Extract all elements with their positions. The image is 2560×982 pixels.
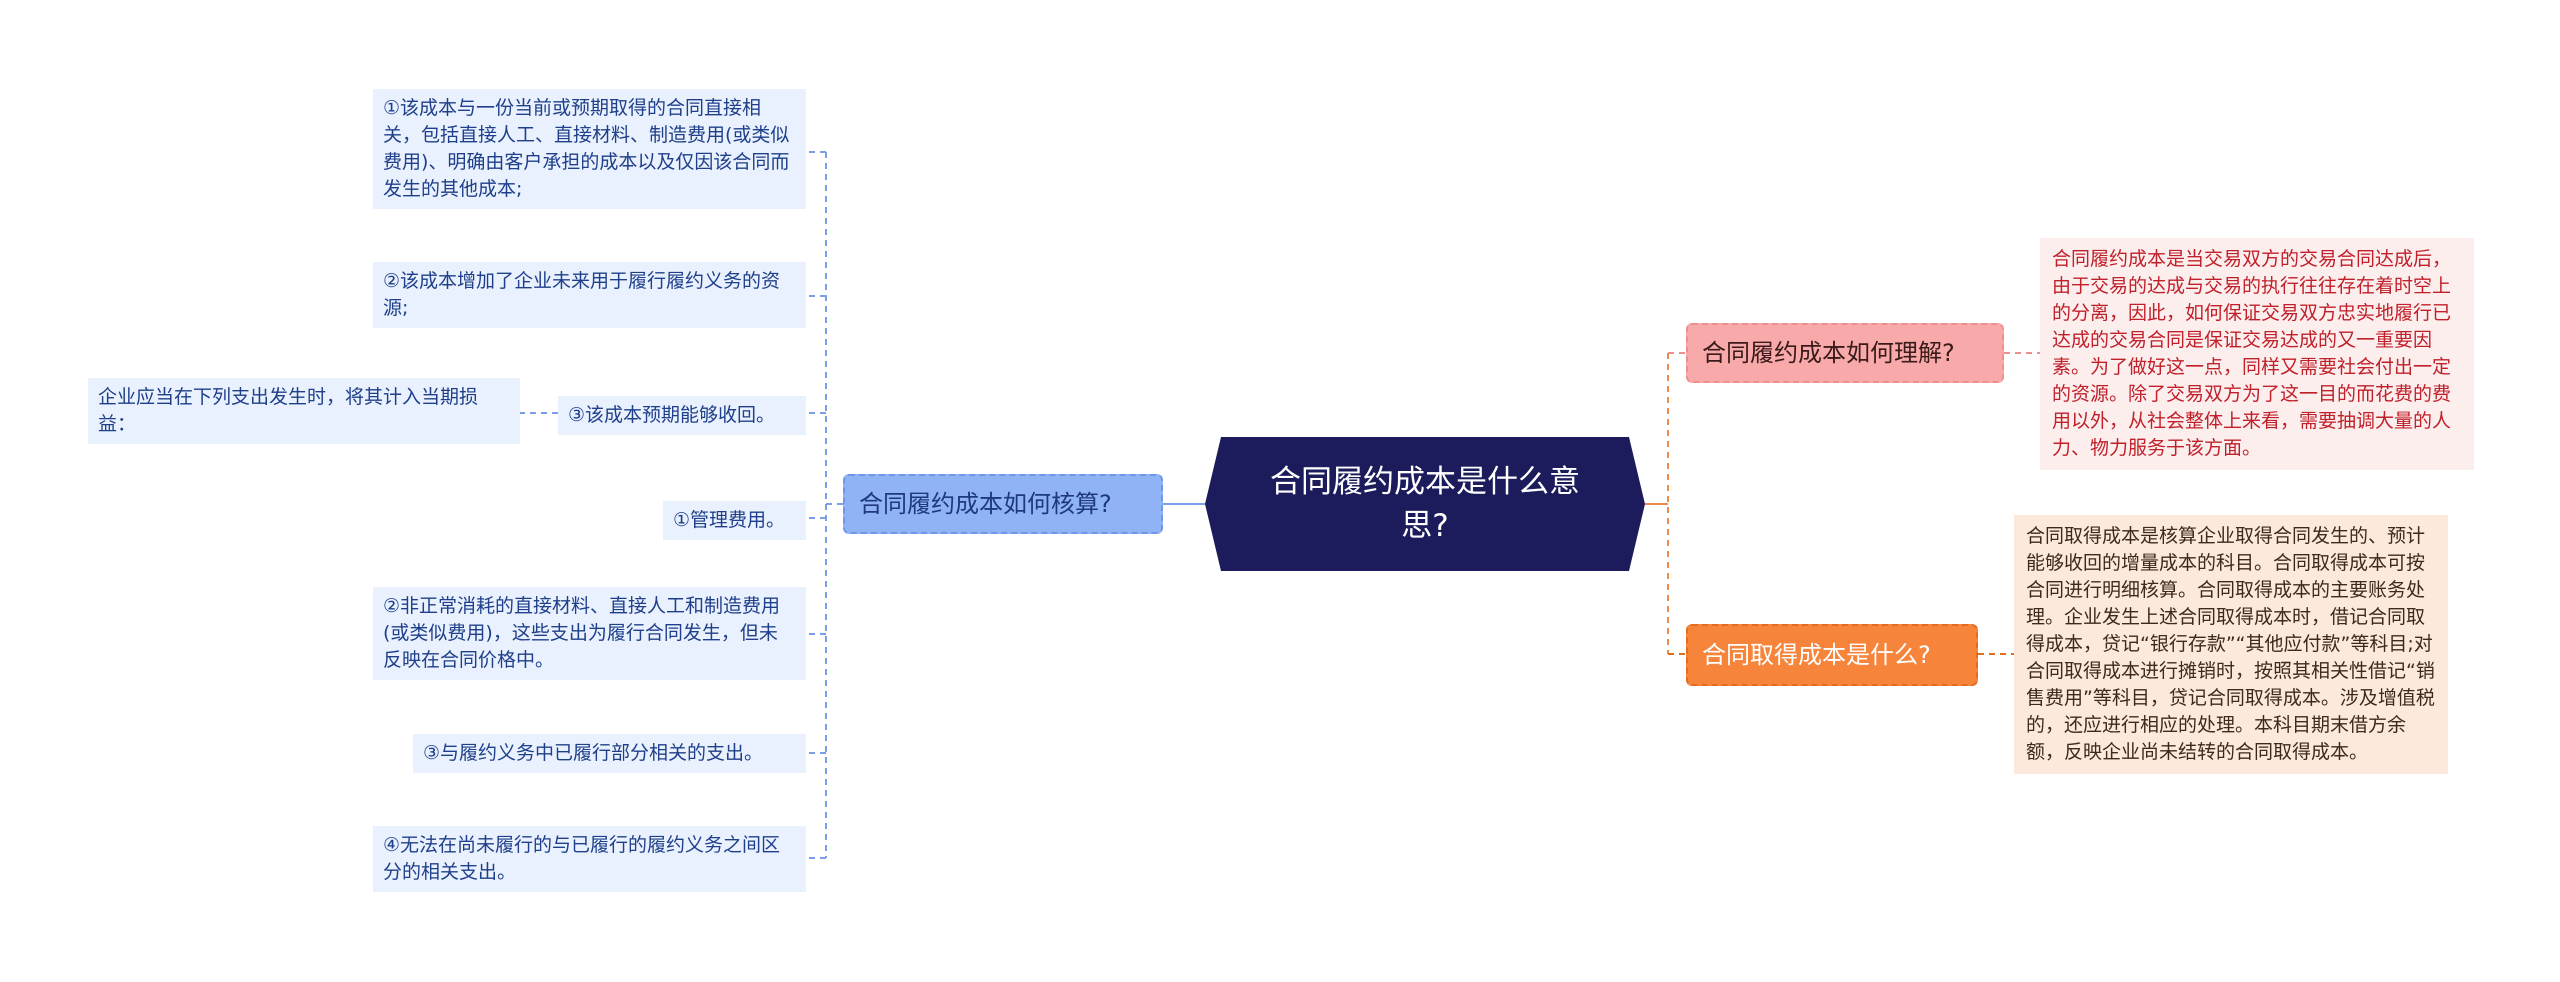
branch-acquisition-cost-label: 合同取得成本是什么? <box>1702 641 1931 669</box>
accounting-item-7-text: ④无法在尚未履行的与已履行的履约义务之间区分的相关支出。 <box>383 834 781 883</box>
acquisition-cost-detail[interactable]: 合同取得成本是核算企业取得合同发生的、预计能够收回的增量成本的科目。合同取得成本… <box>2014 515 2448 774</box>
branch-acquisition-cost[interactable]: 合同取得成本是什么? <box>1686 624 1978 686</box>
understanding-detail[interactable]: 合同履约成本是当交易双方的交易合同达成后，由于交易的达成与交易的执行往往存在着时… <box>2040 238 2474 470</box>
accounting-item-6-text: ③与履约义务中已履行部分相关的支出。 <box>423 742 764 764</box>
understanding-detail-text: 合同履约成本是当交易双方的交易合同达成后，由于交易的达成与交易的执行往往存在着时… <box>2052 248 2452 459</box>
accounting-item-5-text: ②非正常消耗的直接材料、直接人工和制造费用(或类似费用)，这些支出为履行合同发生… <box>383 595 781 671</box>
acquisition-cost-detail-text: 合同取得成本是核算企业取得合同发生的、预计能够收回的增量成本的科目。合同取得成本… <box>2026 525 2435 763</box>
accounting-item-5[interactable]: ②非正常消耗的直接材料、直接人工和制造费用(或类似费用)，这些支出为履行合同发生… <box>373 587 806 680</box>
accounting-item-7[interactable]: ④无法在尚未履行的与已履行的履约义务之间区分的相关支出。 <box>373 826 806 892</box>
accounting-item-6[interactable]: ③与履约义务中已履行部分相关的支出。 <box>413 734 806 773</box>
accounting-item-1[interactable]: ①该成本与一份当前或预期取得的合同直接相关，包括直接人工、直接材料、制造费用(或… <box>373 89 806 209</box>
branch-understanding-label: 合同履约成本如何理解? <box>1702 339 1955 367</box>
branch-understanding[interactable]: 合同履约成本如何理解? <box>1686 323 2004 383</box>
expense-recognition-note-text: 企业应当在下列支出发生时，将其计入当期损益： <box>98 386 479 435</box>
accounting-item-1-text: ①该成本与一份当前或预期取得的合同直接相关，包括直接人工、直接材料、制造费用(或… <box>383 97 790 200</box>
root-topic[interactable]: 合同履约成本是什么意思? <box>1205 437 1645 571</box>
branch-accounting-label: 合同履约成本如何核算? <box>859 490 1112 518</box>
expense-recognition-note[interactable]: 企业应当在下列支出发生时，将其计入当期损益： <box>88 378 520 444</box>
accounting-item-3[interactable]: ③该成本预期能够收回。 <box>558 396 806 435</box>
accounting-item-2-text: ②该成本增加了企业未来用于履行履约义务的资源; <box>383 270 781 319</box>
root-title: 合同履约成本是什么意思? <box>1270 464 1580 544</box>
accounting-item-3-text: ③该成本预期能够收回。 <box>568 404 776 426</box>
branch-accounting[interactable]: 合同履约成本如何核算? <box>843 474 1163 534</box>
accounting-item-4[interactable]: ①管理费用。 <box>663 501 806 540</box>
accounting-item-4-text: ①管理费用。 <box>673 509 786 531</box>
accounting-item-2[interactable]: ②该成本增加了企业未来用于履行履约义务的资源; <box>373 262 806 328</box>
